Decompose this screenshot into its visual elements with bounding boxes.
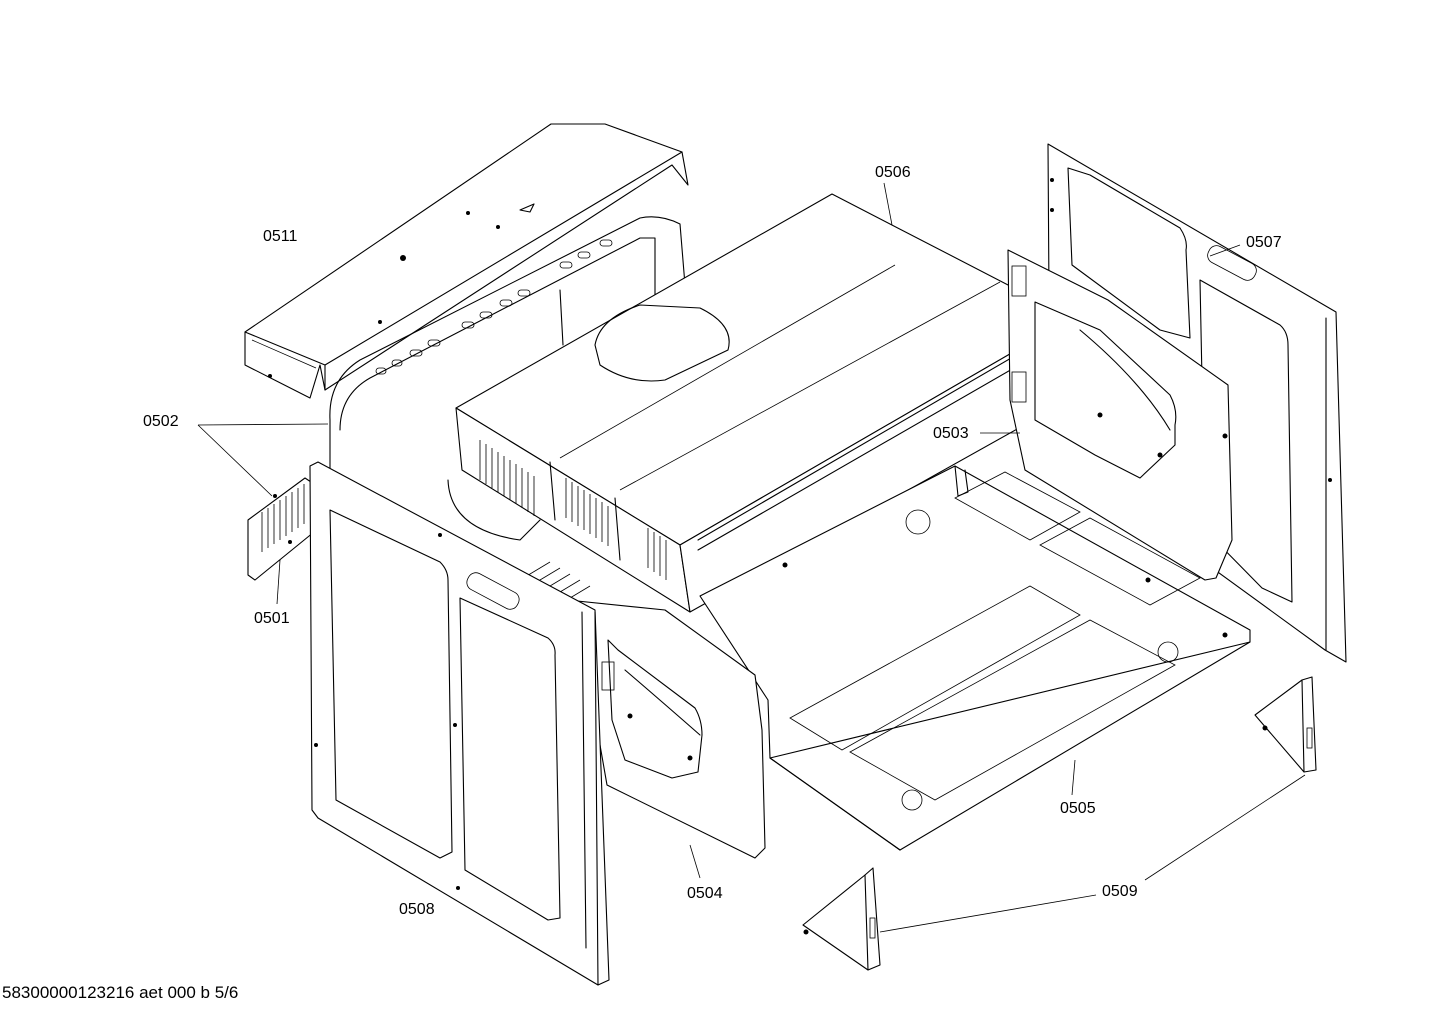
part-0509-bracket-lower [802, 867, 881, 971]
part-labels: 0511 0506 0507 0502 0503 0501 0505 0504 … [143, 164, 1282, 918]
label-0507: 0507 [1246, 234, 1282, 251]
document-footer: 58300000123216 aet 000 b 5/6 [2, 983, 238, 1002]
label-0503: 0503 [933, 425, 969, 442]
label-0504: 0504 [687, 885, 723, 902]
label-0506: 0506 [875, 164, 911, 181]
part-0511-top-cover [244, 123, 689, 399]
label-0505: 0505 [1060, 800, 1096, 817]
vent-grille-lower [519, 561, 591, 605]
part-0508-left-panel [309, 461, 610, 986]
label-0508: 0508 [399, 901, 435, 918]
part-0501-rear-grille [247, 477, 315, 581]
label-0509: 0509 [1102, 883, 1138, 900]
label-0511: 0511 [263, 228, 298, 245]
part-0504-left-inner-wall [519, 561, 766, 859]
part-0506-oven-cavity [447, 193, 1081, 613]
part-0505-bottom-frame [699, 465, 1251, 851]
vent-slots-back [375, 239, 613, 375]
part-0509-bracket-upper [1254, 676, 1317, 773]
part-0502-back-frame [329, 216, 686, 481]
label-0501: 0501 [254, 610, 290, 627]
leader-lines [197, 182, 1306, 933]
label-0502: 0502 [143, 413, 179, 430]
part-0503-right-inner-wall [1007, 249, 1233, 581]
vent-grille-front [479, 440, 667, 580]
